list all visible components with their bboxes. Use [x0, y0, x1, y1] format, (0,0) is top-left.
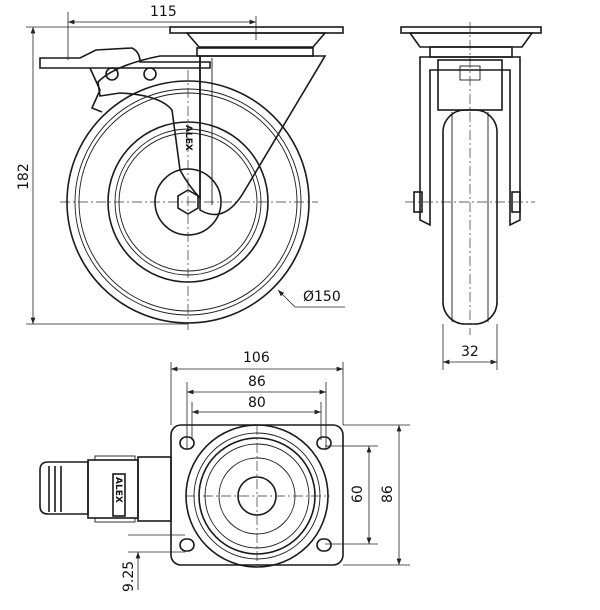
dim-106: 106 [170, 350, 344, 425]
dim-182: 182 [16, 26, 188, 325]
top-logo: ALEX [113, 477, 123, 503]
brake-pedal: ALEX [39, 455, 172, 523]
dim-60-label: 60 [350, 485, 366, 503]
dim-115: 115 [67, 4, 257, 60]
dim-86-v-label: 86 [380, 485, 396, 503]
dim-115-label: 115 [150, 4, 177, 20]
brake-lever [39, 47, 211, 113]
dim-86-vertical: 86 [343, 424, 410, 566]
top-plate [169, 26, 344, 57]
dim-diameter: Ø150 [277, 289, 345, 308]
front-view: 32 [400, 22, 542, 370]
dim-80: 80 [191, 395, 322, 440]
dim-182-label: 182 [16, 163, 32, 190]
top-view: ALEX 106 86 [39, 350, 410, 592]
side-logo: ALEX [183, 125, 193, 151]
front-wheel [442, 109, 498, 325]
dim-32: 32 [442, 324, 498, 370]
dim-diameter-label: Ø150 [303, 289, 341, 305]
side-view: ALEX 115 182 Ø150 [16, 4, 345, 330]
dim-80-label: 80 [248, 395, 266, 411]
dim-9-25-label: 9.25 [121, 561, 137, 592]
dim-60: 60 [325, 445, 378, 545]
dim-86-horizontal: 86 [186, 374, 327, 450]
dim-86-h-label: 86 [248, 374, 266, 390]
dim-106-label: 106 [243, 350, 270, 366]
dim-32-label: 32 [461, 344, 479, 360]
dim-9-25: 9.25 [121, 534, 185, 592]
fork [97, 55, 327, 216]
